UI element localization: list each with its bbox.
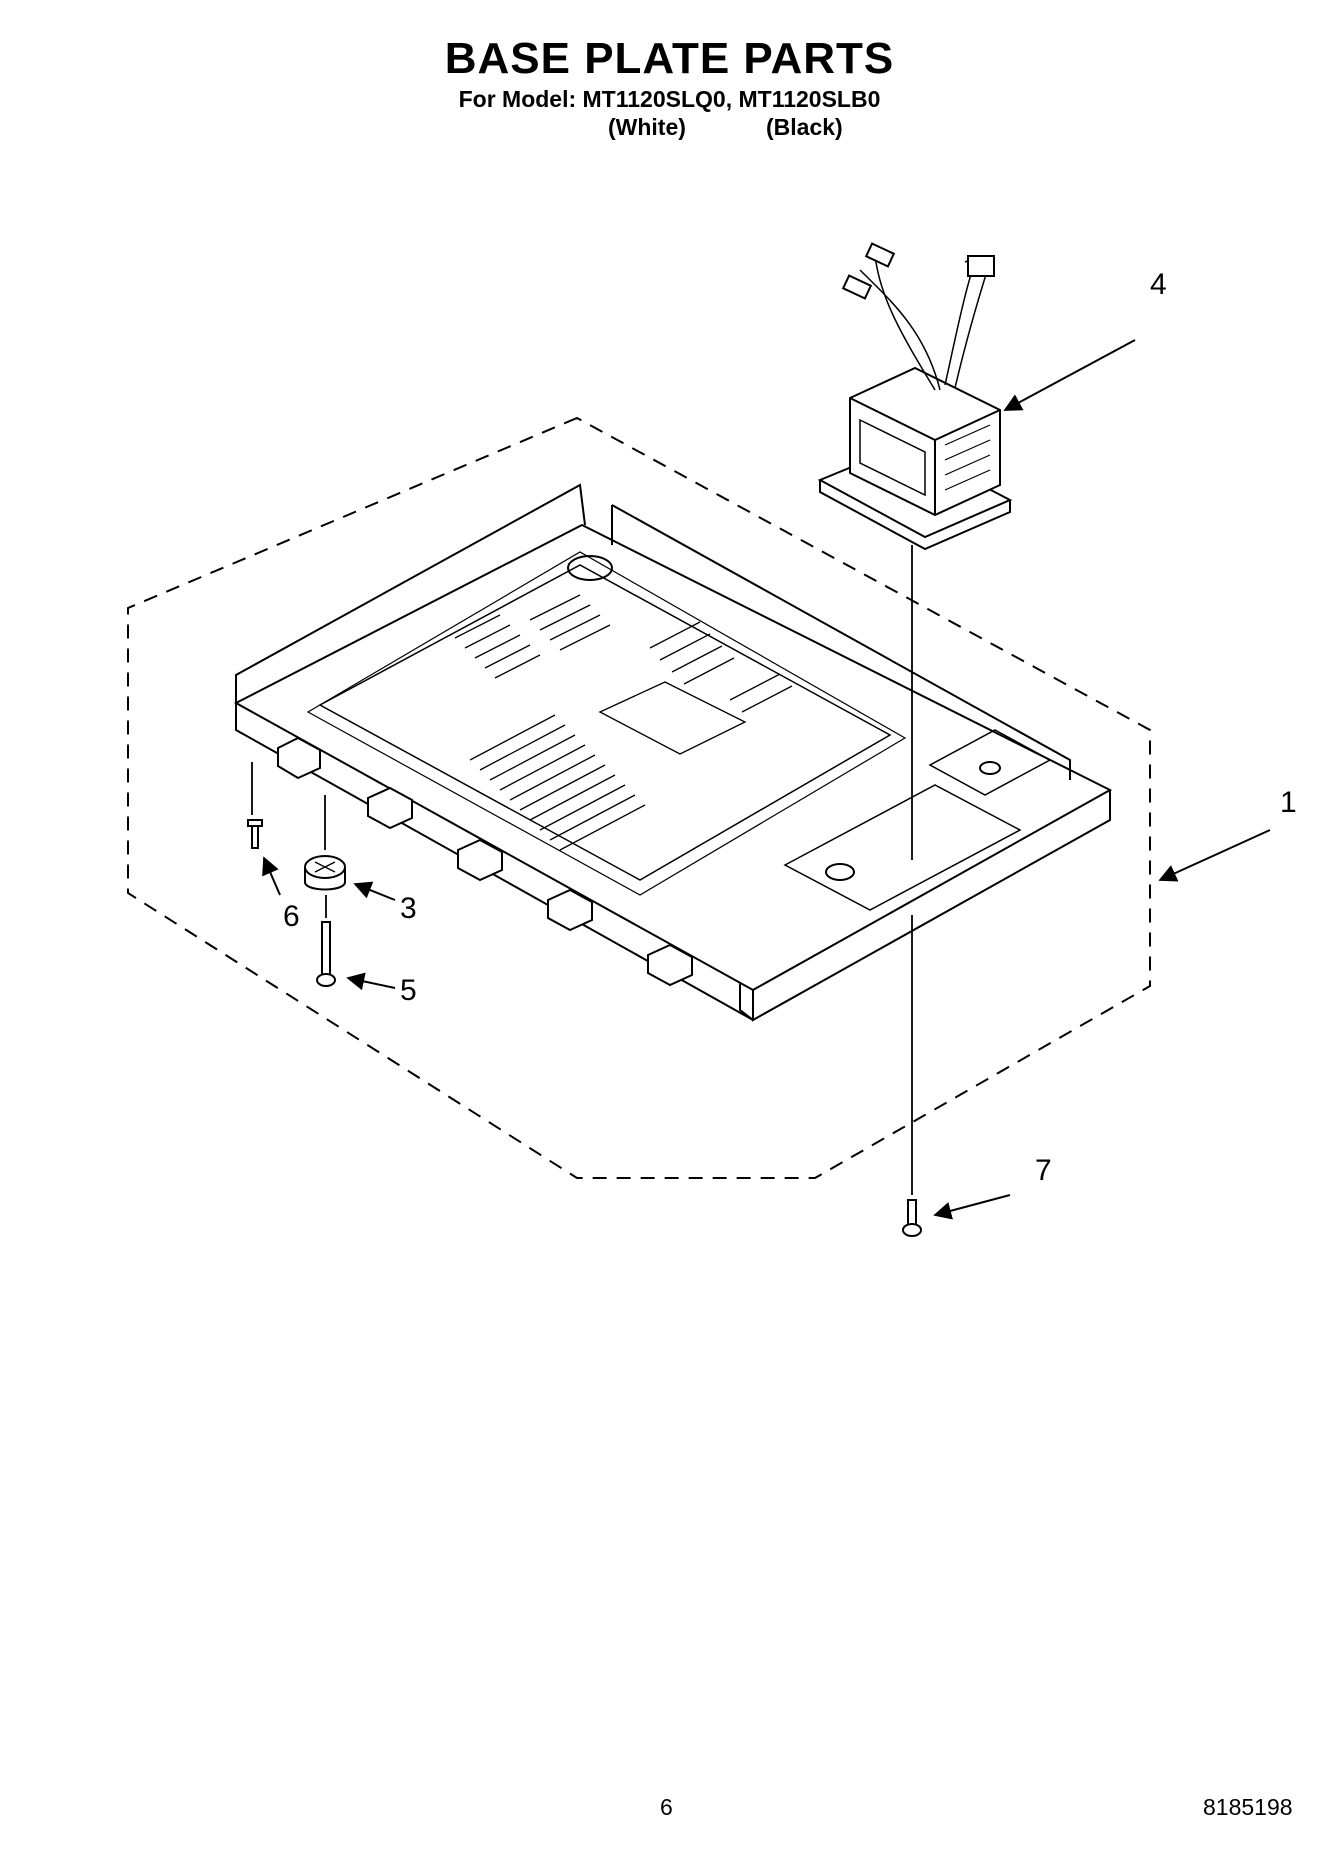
transformer bbox=[817, 242, 1013, 551]
assembly-boundary bbox=[127, 416, 1151, 1179]
page-title: BASE PLATE PARTS bbox=[444, 34, 895, 83]
variant-black: (Black) bbox=[766, 114, 843, 140]
base-plate bbox=[233, 483, 1113, 1022]
model-subtitle: For Model: MT1120SLQ0, MT1120SLB0 bbox=[458, 86, 881, 112]
callout-4: 4 bbox=[1150, 268, 1167, 301]
callout-1: 1 bbox=[1280, 786, 1297, 819]
document-number: 8185198 bbox=[1203, 1794, 1293, 1820]
callout-5: 5 bbox=[400, 974, 417, 1007]
foot-and-screws bbox=[247, 819, 922, 1237]
assembly-lines bbox=[251, 545, 913, 1195]
page-number: 6 bbox=[660, 1794, 673, 1820]
callout-3: 3 bbox=[400, 892, 417, 925]
variant-white: (White) bbox=[608, 114, 686, 140]
leader-arrows bbox=[262, 339, 1271, 1220]
louver-slots bbox=[454, 594, 793, 851]
callout-6: 6 bbox=[283, 900, 300, 933]
callout-7: 7 bbox=[1035, 1154, 1052, 1187]
